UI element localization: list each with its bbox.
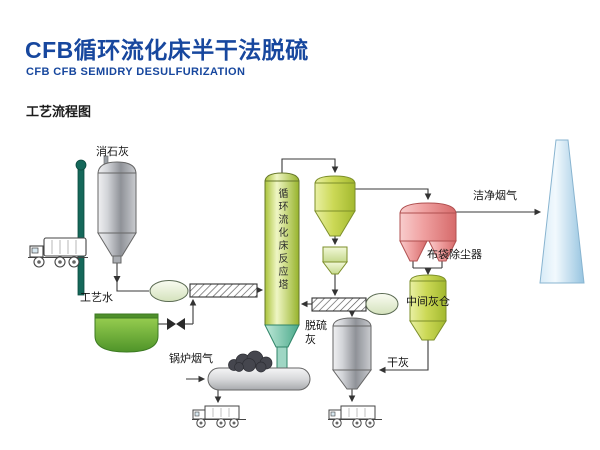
page-title: CFB循环流化床半干法脱硫	[25, 37, 309, 63]
label-boiler-flue-gas: 锅炉烟气	[169, 353, 213, 365]
ash-mound	[228, 350, 273, 373]
page-subtitle: CFB CFB SEMIDRY DESULFURIZATION	[26, 66, 246, 78]
recycle-hopper	[322, 246, 348, 275]
label-desulfurized-ash: 脱硫灰	[305, 320, 327, 346]
slurry-head-tank	[149, 280, 189, 302]
label-bag-filter: 布袋除尘器	[427, 249, 482, 261]
ash-truck-1-icon	[192, 405, 246, 428]
intermediate-ash-silo-vessel	[409, 274, 447, 341]
mixer-screw-conveyor	[189, 283, 258, 298]
water-valve-icon	[167, 318, 185, 330]
label-slaked-lime: 消石灰	[96, 146, 129, 158]
label-clean-flue-gas: 洁净烟气	[473, 190, 517, 202]
label-intermediate-ash-silo: 中间灰仓	[406, 296, 450, 308]
process-water-tank	[94, 313, 159, 353]
reaction-tower	[264, 172, 300, 369]
ash-truck-2-icon	[328, 405, 382, 428]
label-dry-ash: 干灰	[387, 357, 409, 369]
recirculation-separator	[314, 175, 356, 237]
recycle-screw-conveyor	[311, 297, 367, 312]
lime-truck-icon	[28, 237, 88, 268]
recycle-head-tank	[365, 293, 399, 315]
lime-unloading-pipe	[75, 159, 87, 296]
label-reactor-tower: 循环流化床反应塔	[276, 188, 287, 292]
bag-filter	[399, 202, 457, 262]
desulfurized-ash-silo	[332, 317, 372, 390]
section-label: 工艺流程图	[26, 104, 92, 119]
flow-lines	[113, 158, 542, 404]
slaked-lime-silo	[97, 155, 137, 264]
label-process-water: 工艺水	[80, 292, 113, 304]
chimney	[539, 139, 585, 284]
